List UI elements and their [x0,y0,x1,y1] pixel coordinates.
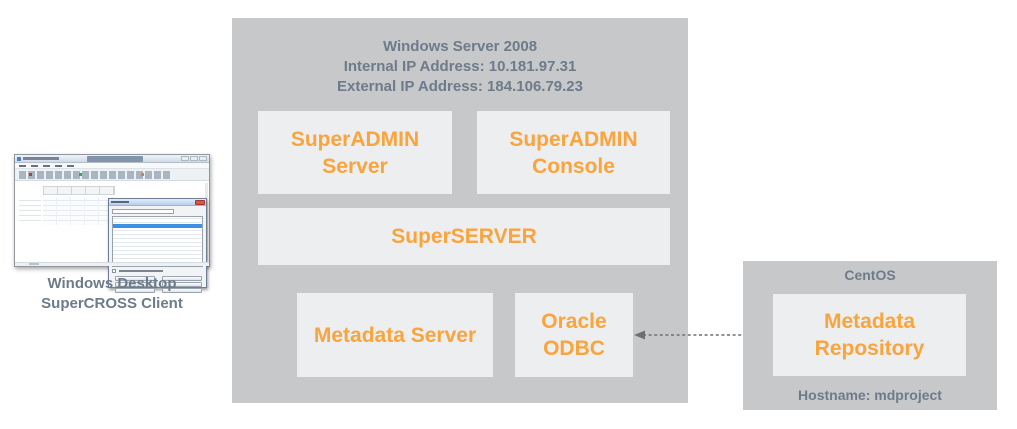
mini-dialog-selected-row [113,224,202,228]
client-caption: Windows Desktop SuperCROSS Client [41,275,183,312]
component-metadata-repository: Metadata Repository [773,294,966,376]
mini-close-icon [199,156,207,161]
windows-server-title: Windows Server 2008 [382,38,538,55]
mini-dialog-checkbox [112,269,116,273]
mini-table-row-labels [19,197,41,225]
supercross-client-screenshot [14,154,210,293]
windows-server-box: Windows Server 2008 Internal IP Address:… [232,18,688,403]
internal-ip-label: Internal IP Address: 10.181.97.31 [343,58,577,75]
mini-dialog-checkbox-label [119,270,163,272]
mini-titlebar-highlight [87,156,143,162]
centos-title: CentOS [844,267,896,283]
component-superadmin-console: SuperADMIN Console [477,111,670,194]
mini-statusbar [15,262,209,266]
mini-toolbar-orange-icon [141,173,144,176]
arrowhead-left-icon [634,330,645,340]
mini-table-area [15,181,209,293]
mini-table-header [43,186,115,195]
mini-dialog-button [162,282,202,287]
mini-dialog-title-text [111,201,129,203]
external-ip-label: External IP Address: 184.106.79.23 [337,78,583,95]
mini-dialog-button [115,276,155,281]
mini-fields-dialog [108,198,207,293]
mini-window-title-text [23,157,59,160]
mini-dialog-dropdown [112,209,174,214]
component-metadata-server: Metadata Server [297,293,493,377]
mini-toolbar-icons [19,171,171,179]
mini-menu-items [19,165,77,167]
mini-table-rows [43,197,115,225]
mini-dialog-button [115,282,155,287]
mini-dialog-close-icon [195,200,205,205]
component-superserver: SuperSERVER [258,208,670,265]
mini-minimize-icon [181,156,189,161]
centos-hostname: Hostname: mdproject [798,387,942,403]
mini-dialog-titlebar [109,199,206,206]
windows-server-header: Windows Server 2008 Internal IP Address:… [232,37,688,97]
mini-app-icon [17,157,21,161]
mini-toolbar [15,169,209,181]
mini-window-titlebar [15,155,209,163]
mini-dialog-button [115,288,155,293]
component-oracle-odbc: Oracle ODBC [515,293,633,377]
mini-toolbar-green-icon [79,173,82,176]
mini-dialog-listbox [112,216,203,267]
mini-maximize-icon [190,156,198,161]
mini-toolbar-red-icon [29,173,32,176]
component-superadmin-server: SuperADMIN Server [258,111,452,194]
mini-menubar [15,163,209,169]
mini-dialog-button [162,288,202,293]
centos-box: CentOS Metadata Repository Hostname: mdp… [743,261,997,410]
mini-horizontal-scrollbar [29,263,39,265]
mini-dialog-button [162,276,202,281]
